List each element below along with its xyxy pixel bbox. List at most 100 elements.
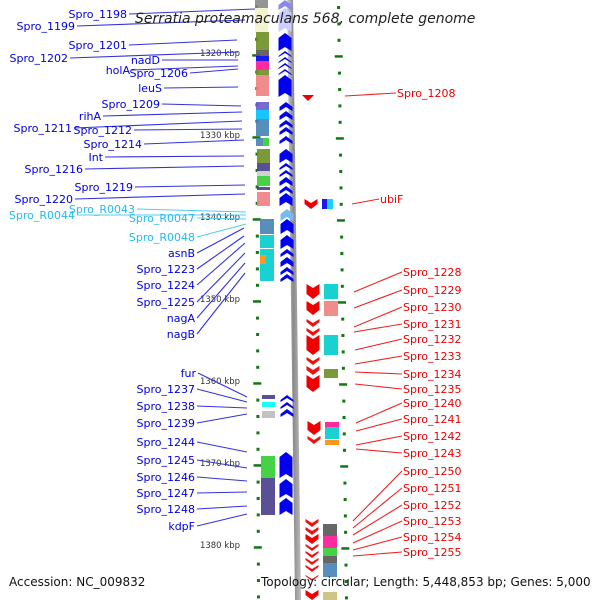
reverse-gene-arrow <box>305 565 319 572</box>
reverse-gene-arrow <box>304 199 318 209</box>
label-leader-line <box>353 271 403 293</box>
forward-gene-arrow <box>279 120 293 128</box>
reverse-gene-arrow <box>306 357 320 365</box>
gene-label-spro_1254: Spro_1254 <box>403 531 461 544</box>
label-leader-line <box>196 252 246 303</box>
reverse-gene-arrow <box>306 366 320 375</box>
forward-gene-arrow <box>280 257 294 267</box>
minor-tick <box>338 104 342 108</box>
gene-label-spro_1198: Spro_1198 <box>69 8 127 21</box>
major-tick <box>253 382 262 385</box>
label-leader-line <box>351 198 380 205</box>
gene-block <box>323 524 337 536</box>
gene-label-spro_1234: Spro_1234 <box>403 368 461 381</box>
gene-label-spro_1206: Spro_1206 <box>130 67 188 80</box>
forward-gene-arrow <box>279 186 293 194</box>
reverse-gene-arrow <box>306 301 320 315</box>
gene-block <box>260 264 274 281</box>
gene-label-spro_1229: Spro_1229 <box>403 284 461 297</box>
label-leader-line <box>196 505 248 510</box>
label-leader-line <box>196 441 248 453</box>
gene-block <box>256 61 269 70</box>
gene-label-spro_1235: Spro_1235 <box>403 383 461 396</box>
gene-label-spro_1242: Spro_1242 <box>403 430 461 443</box>
minor-tick <box>343 498 347 501</box>
gene-label-spro_1250: Spro_1250 <box>403 465 461 478</box>
reverse-gene-arrow <box>305 558 319 565</box>
major-tick <box>253 546 262 549</box>
minor-tick <box>342 399 346 403</box>
minor-tick <box>341 334 345 337</box>
gene-block <box>325 440 339 445</box>
gene-label-spro_1247: Spro_1247 <box>137 487 195 500</box>
label-leader-line <box>196 476 248 482</box>
gene-label-spro_1232: Spro_1232 <box>403 333 461 346</box>
gene-label-spro_1237: Spro_1237 <box>137 383 195 396</box>
minor-tick <box>342 448 346 452</box>
minor-tick <box>337 22 341 26</box>
scale-ticks-right <box>334 6 350 600</box>
gene-label-spro_1252: Spro_1252 <box>403 499 461 512</box>
minor-tick <box>255 267 259 271</box>
reverse-gene-blocks <box>322 199 339 600</box>
label-leader-line <box>197 372 248 398</box>
gene-block <box>260 235 274 248</box>
minor-tick <box>256 447 260 451</box>
gene-label-spro_1244: Spro_1244 <box>137 436 195 449</box>
gene-label-spro_1253: Spro_1253 <box>403 515 461 528</box>
gene-label-spro_1219: Spro_1219 <box>75 181 133 194</box>
gene-block <box>255 8 268 32</box>
forward-gene-arrow <box>280 235 294 249</box>
minor-tick <box>256 316 260 320</box>
label-leader-line <box>196 272 246 335</box>
label-leader-line <box>352 536 403 551</box>
gene-block <box>323 556 337 563</box>
label-leader-line <box>196 388 248 403</box>
forward-gene-arrow <box>280 267 294 275</box>
label-leader-line <box>136 208 247 213</box>
gene-block <box>322 199 327 209</box>
minor-tick <box>338 120 342 124</box>
gene-block <box>263 138 269 146</box>
gene-label-spro_1251: Spro_1251 <box>403 482 461 495</box>
scale-tick-label: 1330 kbp <box>200 131 240 141</box>
gene-label-int: Int <box>88 151 103 164</box>
gene-block <box>260 249 274 255</box>
minor-tick <box>339 170 343 173</box>
genome-title: Serratia proteamaculans 568, complete ge… <box>135 11 475 27</box>
forward-gene-arrow <box>279 452 293 478</box>
gene-label-riha: rihA <box>79 110 102 123</box>
minor-tick <box>339 202 343 206</box>
minor-tick <box>340 252 344 255</box>
gene-label-spro_r0047: Spro_R0047 <box>129 212 195 225</box>
forward-gene-arrows <box>278 0 294 515</box>
label-leader-line <box>196 223 247 238</box>
major-tick <box>340 465 349 468</box>
forward-gene-arrow <box>279 102 293 111</box>
minor-tick <box>256 595 260 599</box>
scale-tick-label: 1320 kbp <box>200 49 240 59</box>
reverse-gene-arrow <box>305 590 319 600</box>
forward-gene-arrow <box>279 163 293 170</box>
major-tick <box>338 301 347 304</box>
gene-block <box>260 219 274 234</box>
gene-label-leus: leuS <box>138 82 162 95</box>
minor-tick <box>256 497 260 500</box>
label-leader-line <box>355 435 403 446</box>
gene-block <box>261 478 275 515</box>
label-leader-line <box>353 289 403 309</box>
label-leader-line <box>102 111 243 117</box>
label-leader-line <box>354 383 403 390</box>
forward-label-leaders <box>69 8 256 527</box>
gene-block <box>324 284 338 299</box>
label-leader-line <box>76 19 246 27</box>
gene-block <box>323 563 337 577</box>
label-leader-line <box>196 235 245 270</box>
label-leader-line <box>196 405 248 409</box>
gene-label-asnb: asnB <box>168 247 195 260</box>
forward-gene-arrow <box>279 149 293 163</box>
gene-block <box>255 0 268 8</box>
